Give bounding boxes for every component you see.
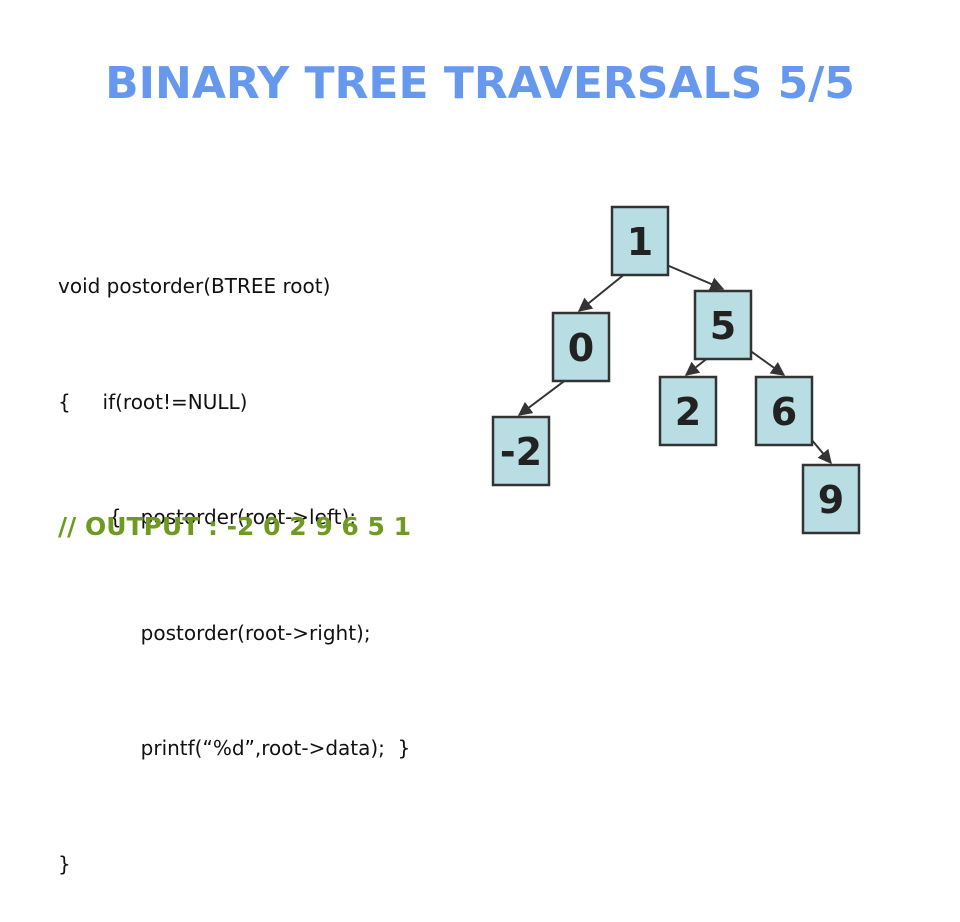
code-line: printf(“%d”,root->data); } xyxy=(58,736,411,760)
tree-node: 5 xyxy=(693,289,753,361)
tree-node-box xyxy=(491,415,551,487)
tree-node-label: 6 xyxy=(771,390,797,434)
tree-node-label: 1 xyxy=(627,220,653,264)
code-line: void postorder(BTREE root) xyxy=(58,274,331,298)
code-line: { postorder(root->left); xyxy=(58,505,356,529)
tree-node-box xyxy=(754,375,814,447)
tree-node-box xyxy=(693,289,753,361)
tree-node-label: -2 xyxy=(500,430,542,474)
slide-title: BINARY TREE TRAVERSALS 5/5 xyxy=(105,58,855,109)
tree-node-label: 0 xyxy=(568,326,594,370)
tree-node: 0 xyxy=(551,311,611,383)
tree-edge xyxy=(517,378,568,416)
tree-edge xyxy=(577,272,627,312)
tree-node-box xyxy=(551,311,611,383)
tree-node-box xyxy=(610,205,670,277)
code-line: } xyxy=(58,851,71,876)
tree-node-label: 5 xyxy=(710,304,736,348)
tree-edge xyxy=(661,262,725,291)
tree-node: 9 xyxy=(801,463,861,535)
code-line: { if(root!=NULL) xyxy=(58,389,248,414)
output-text: // OUTPUT : -2 0 2 9 6 5 1 xyxy=(58,512,412,541)
code-line: postorder(root->right); xyxy=(58,620,371,645)
tree-node: 2 xyxy=(658,375,718,447)
tree-node-box xyxy=(801,463,861,535)
code-block: void postorder(BTREE root) { if(root!=NU… xyxy=(58,190,410,922)
tree-node: -2 xyxy=(491,415,551,487)
binary-tree-diagram: 1 0 5 -2 2 69 xyxy=(491,205,861,535)
tree-node: 1 xyxy=(610,205,670,277)
tree-node-box xyxy=(658,375,718,447)
tree-node-label: 2 xyxy=(675,390,701,434)
tree-node: 6 xyxy=(754,375,814,447)
tree-node-label: 9 xyxy=(818,478,844,522)
